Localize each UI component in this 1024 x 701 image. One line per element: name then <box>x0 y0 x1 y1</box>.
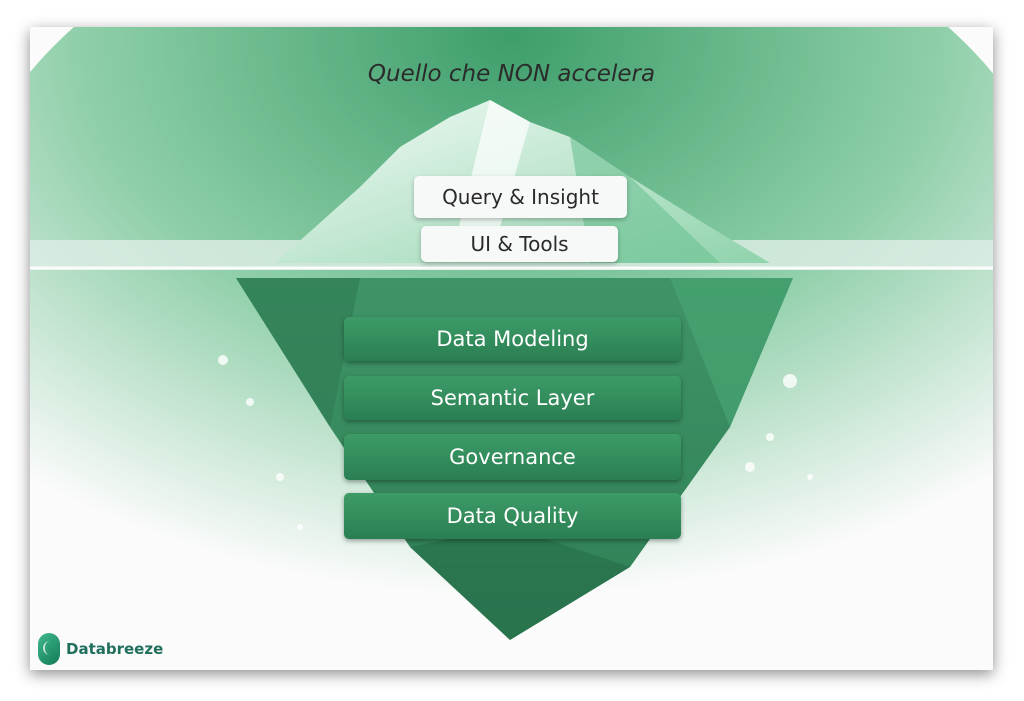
slide-title: Quello che NON accelera <box>367 61 656 87</box>
layer-query-insight: Query & Insight <box>414 176 627 218</box>
layer-semantic-layer: Semantic Layer <box>344 376 681 420</box>
layer-ui-tools: UI & Tools <box>421 226 618 262</box>
brand-name: Databreeze <box>66 640 164 658</box>
layer-data-modeling: Data Modeling <box>344 317 681 361</box>
bubbles <box>218 355 813 530</box>
databreeze-logo-icon <box>38 633 60 665</box>
layer-governance: Governance <box>344 434 681 480</box>
iceberg-slide: Quello che NON accelera Query & Insight … <box>30 27 993 670</box>
layer-data-quality: Data Quality <box>344 493 681 539</box>
brand-logo: Databreeze <box>38 633 163 665</box>
